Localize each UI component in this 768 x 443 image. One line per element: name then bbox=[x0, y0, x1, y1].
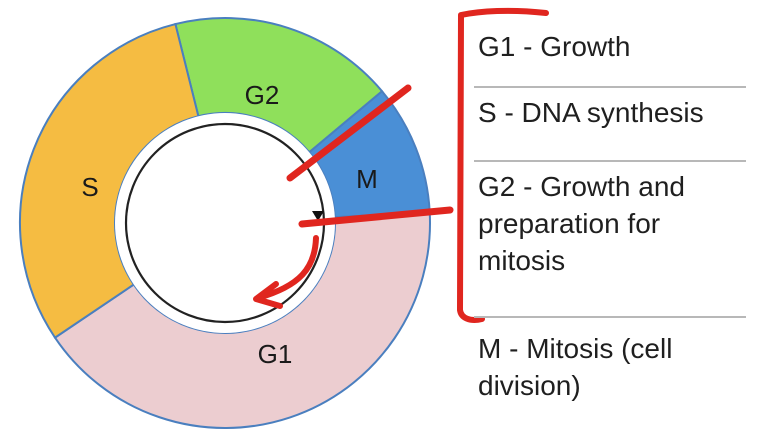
legend-item-m: M - Mitosis (cell division) bbox=[478, 333, 673, 401]
phase-label-g1: G1 bbox=[258, 339, 293, 369]
annotation-arrowhead-icon bbox=[253, 281, 283, 309]
legend-item-g2: G2 - Growth and preparation for mitosis bbox=[474, 162, 746, 318]
legend-item-s: S - DNA synthesis bbox=[474, 88, 746, 162]
phase-label-g2: G2 bbox=[245, 80, 280, 110]
annotation-arrow-curve bbox=[255, 235, 319, 301]
legend-item-g1: G1 - Growth bbox=[474, 22, 746, 88]
legend-bracket bbox=[457, 7, 549, 323]
inner-hole bbox=[115, 113, 335, 333]
checkpoint-line-m-g1 bbox=[298, 206, 454, 228]
phase-label-s: S bbox=[81, 172, 98, 202]
phase-legend: G1 - Growth S - DNA synthesis G2 - Growt… bbox=[474, 22, 746, 428]
cycle-arrowhead-icon bbox=[312, 211, 324, 221]
checkpoint-line-g2-m bbox=[286, 84, 412, 182]
phase-label-m: M bbox=[356, 164, 378, 194]
